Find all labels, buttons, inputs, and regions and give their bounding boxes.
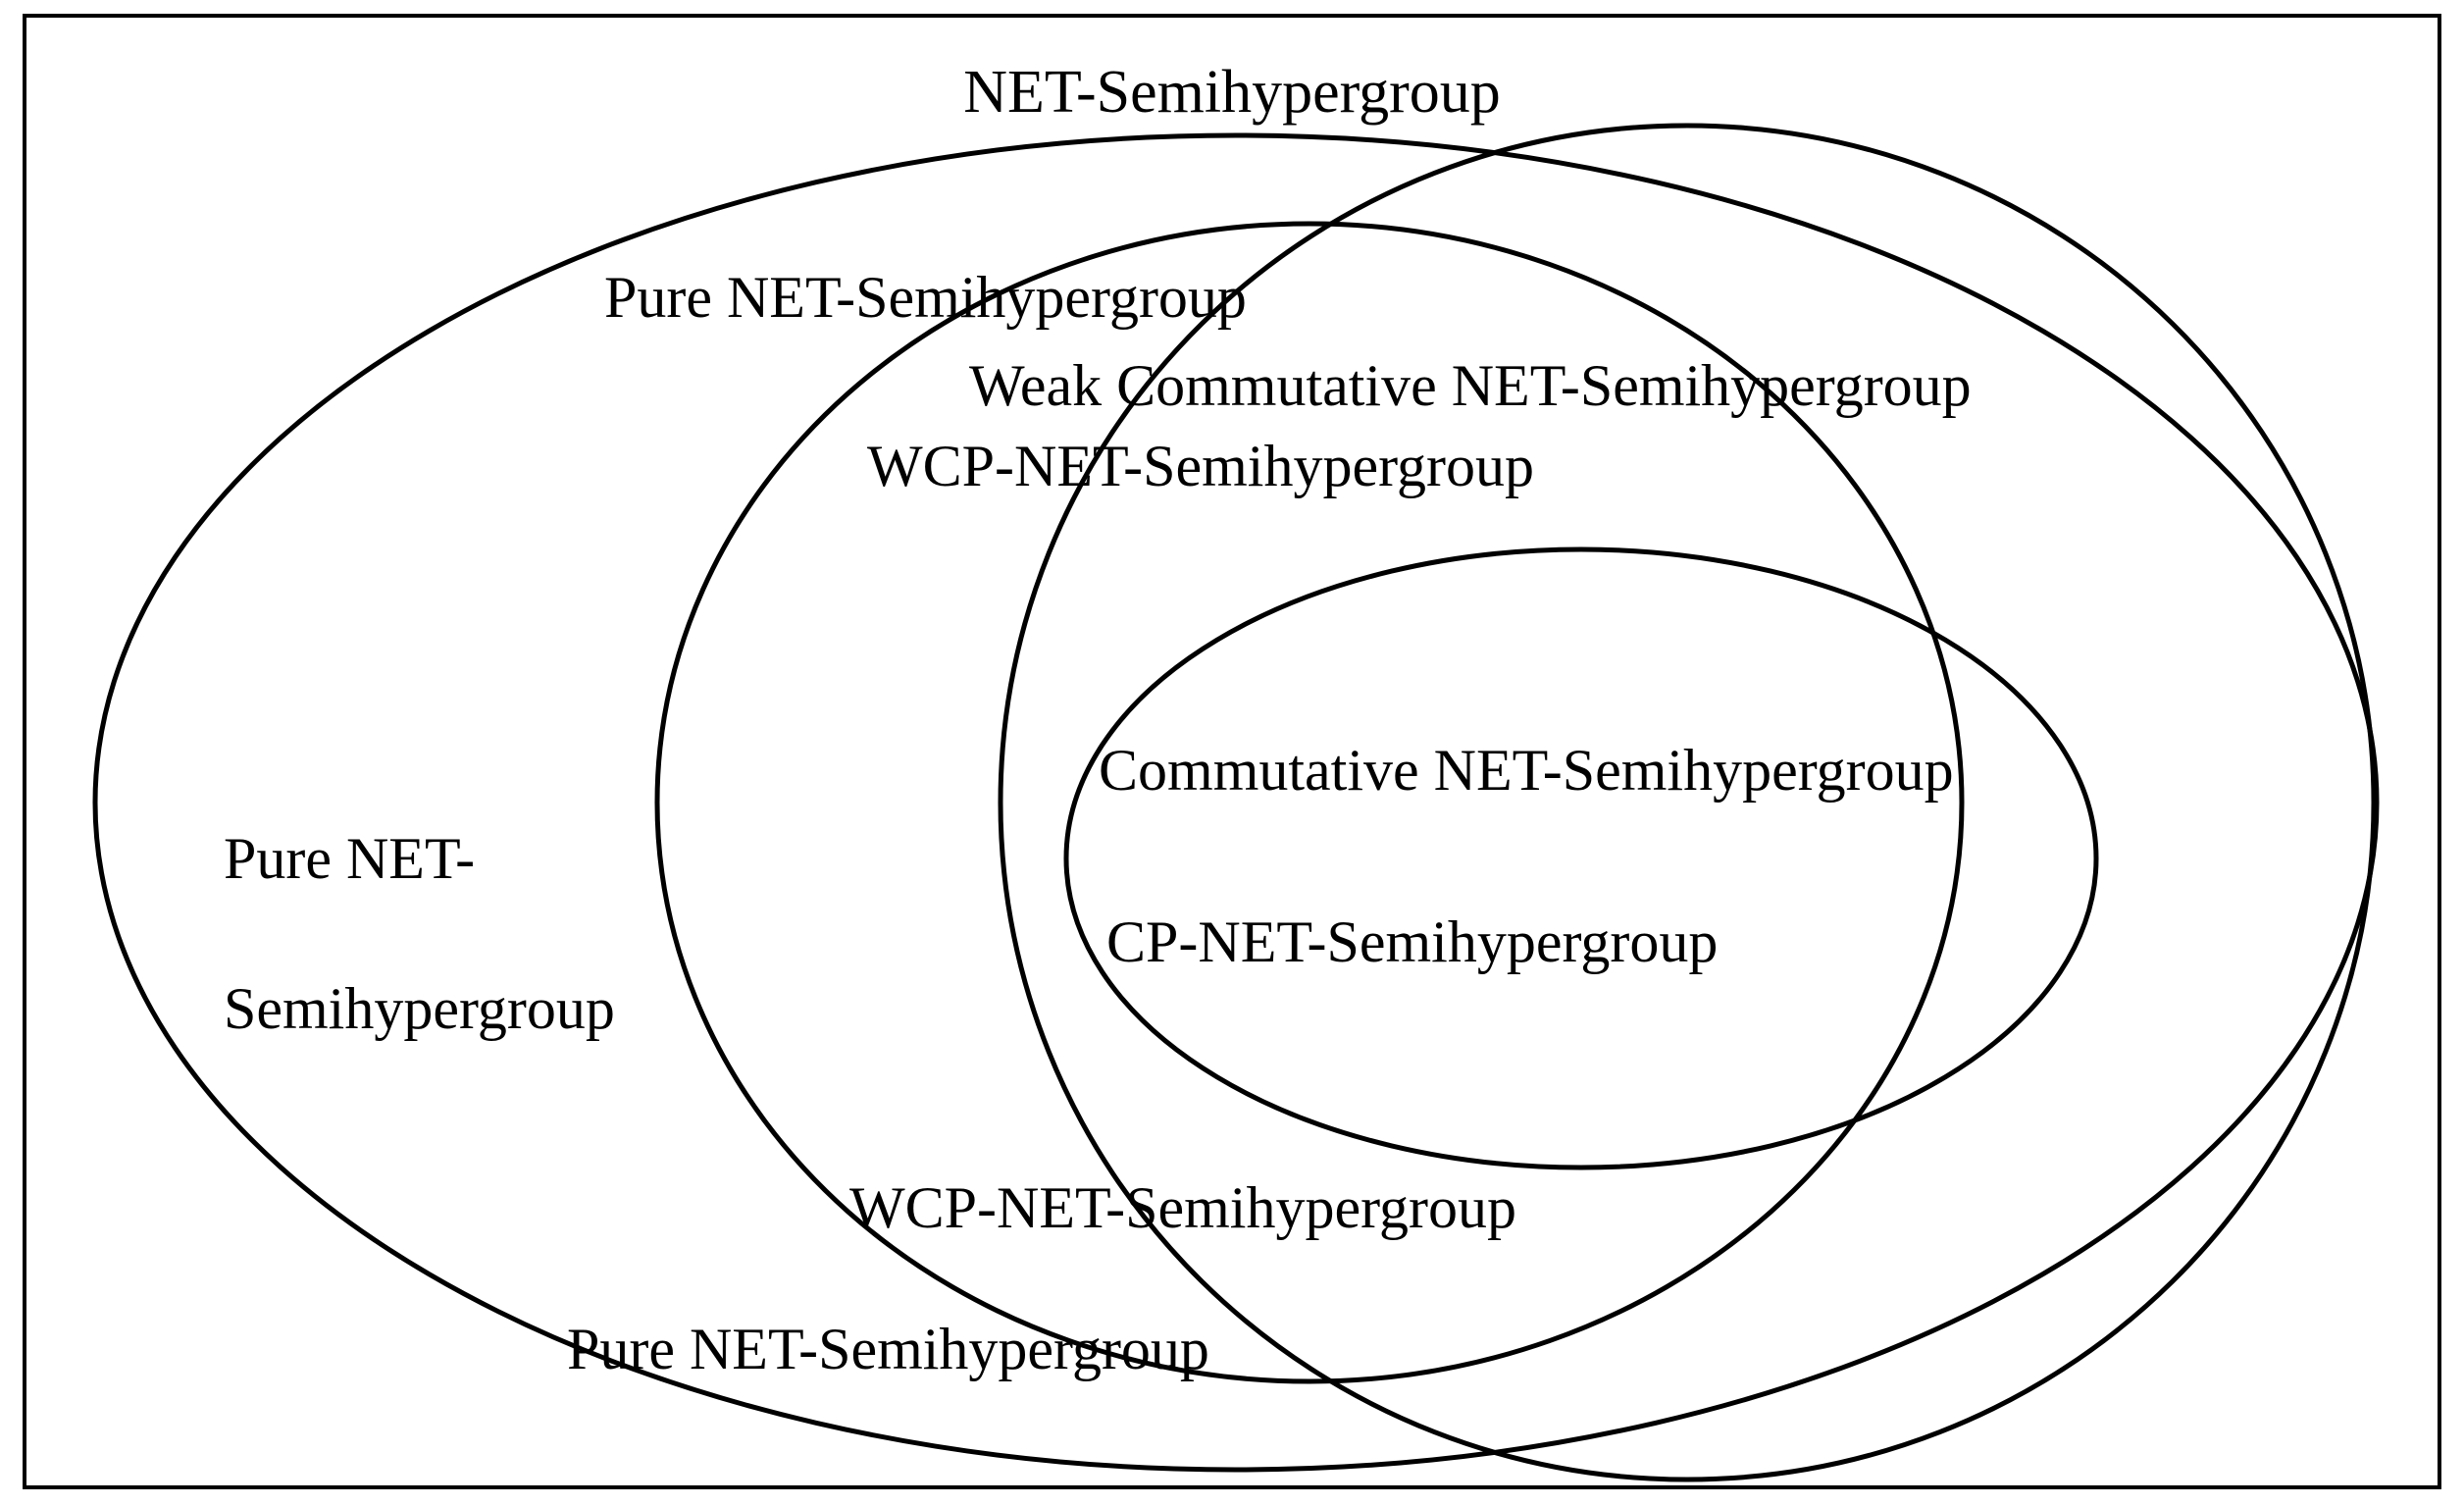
label-commutative-net-semihypergroup: Commutative NET-Semihypergroup [1099, 738, 1954, 803]
label-universe-net-semihypergroup: NET-Semihypergroup [963, 59, 1501, 126]
ellipse-pure-net-semihypergroup [92, 132, 2380, 1473]
label-pure-net-semihypergroup-left-line2: Semihypergroup [224, 976, 615, 1042]
ellipse-wcp-net-semihypergroup [654, 221, 1965, 1384]
figure-frame-border [23, 14, 2441, 1489]
label-pure-net-semihypergroup-left-line1: Pure NET- [224, 825, 476, 891]
label-pure-net-semihypergroup-bottom: Pure NET-Semihypergroup [567, 1317, 1209, 1381]
ellipse-weak-commutative-net-semihypergroup [998, 123, 2377, 1482]
label-pure-net-semihypergroup-top: Pure NET-Semihypergroup [604, 265, 1247, 330]
label-cp-net-semihypergroup: CP-NET-Semihypergroup [1106, 909, 1719, 974]
ellipse-commutative-cp-net-semihypergroup [1063, 546, 2099, 1170]
label-wcp-net-semihypergroup-top: WCP-NET-Semihypergroup [867, 434, 1534, 498]
label-pure-net-semihypergroup-left: Pure NET- Semihypergroup [165, 746, 675, 1122]
label-wcp-net-semihypergroup-bottom: WCP-NET-Semihypergroup [849, 1175, 1516, 1240]
label-weak-commutative-net-semihypergroup: Weak Commutative NET-Semihypergroup [969, 353, 1972, 418]
